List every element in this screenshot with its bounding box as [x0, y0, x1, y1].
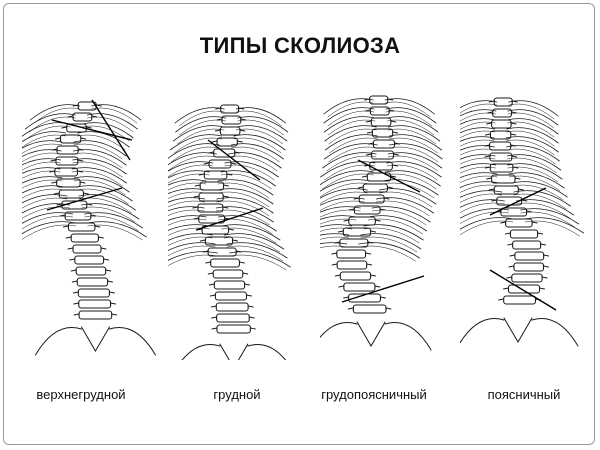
lumbar-spine-drawing: [460, 97, 584, 347]
slide-frame: [3, 3, 595, 445]
caption-thoracic: грудной: [213, 387, 261, 402]
spine-illustration-lumbar: [460, 80, 600, 360]
caption-lumbar: поясничный: [487, 387, 561, 402]
upper-thoracic-spine-drawing: [22, 99, 156, 356]
caption-upper-thoracic: верхнегрудной: [36, 387, 126, 402]
spine-illustration-thoracolumbar: [320, 80, 460, 360]
page-title: ТИПЫ СКОЛИОЗА: [199, 33, 401, 58]
thoracolumbar-spine-drawing: [320, 95, 443, 351]
caption-thoracolumbar: грудопоясничный: [321, 387, 427, 402]
spine-illustration-upper-thoracic: [22, 80, 162, 360]
spine-illustration-thoracic: [168, 80, 308, 360]
thoracic-spine-drawing: [168, 104, 291, 360]
